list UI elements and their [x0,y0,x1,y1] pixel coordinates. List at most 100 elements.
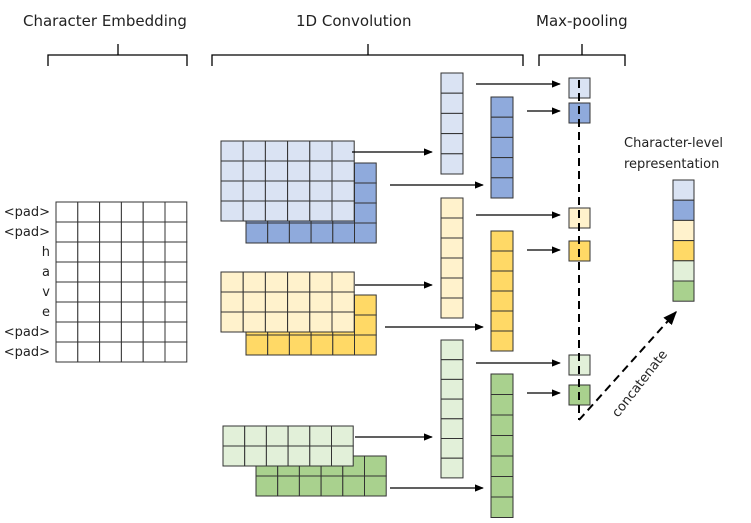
embedding-matrix-cell [77,281,101,303]
filter-blue-front-cell [264,160,289,182]
filter-blue-front-cell [309,180,333,202]
feature-map-green-1-cell [440,438,464,459]
header-1d-convolution: 1D Convolution [296,12,411,30]
feature-map-blue-1-cell [440,92,464,114]
filter-yellow-front-cell [309,271,333,293]
filter-yellow-front-cell [220,311,244,333]
filter-yellow-front [220,271,355,333]
filter-green-front-cell [222,445,246,467]
filter-blue-front-cell [242,200,266,222]
feature-map-blue-1-cell [440,133,464,155]
feature-map-yellow-1-cell [440,197,464,219]
embedding-matrix-cell [142,301,166,323]
feature-map-blue-1-cell [440,153,464,175]
feature-map-green-2-cell [490,496,514,518]
filter-yellow-front-cell [331,291,355,313]
feature-map-yellow-2-cell [490,250,514,272]
filter-yellow-front-cell [287,291,311,313]
embedding-matrix-cell [77,321,101,343]
embedding-matrix-cell [77,221,101,243]
feature-map-yellow-1-cell [440,277,464,299]
convolution-filters [220,140,387,497]
filter-yellow-back-cell [245,334,269,356]
header-char-embedding: Character Embedding [23,12,187,30]
filter-blue-back-cell [245,222,269,244]
feature-map-yellow-1-cell [440,217,464,239]
embedding-matrix-cell [77,201,101,223]
filter-blue-front-cell [264,180,289,202]
embedding-matrix-cell [99,341,122,363]
filter-blue-front-cell [220,140,244,162]
embedding-matrix-cell [55,221,79,243]
feature-map-blue-2-cell [490,116,514,138]
filter-blue-front-cell [220,200,244,222]
filter-yellow-front-cell [264,311,289,333]
output-cell-2 [672,199,695,221]
embedding-matrix-cell [142,321,166,343]
filter-blue-back-cell [288,222,312,244]
embedding-matrix-cell [164,241,188,263]
feature-map-green-1-cell [440,418,464,439]
flow-arrows [352,80,561,492]
feature-map-blue-2-cell [490,157,514,179]
filter-green-front-cell [244,445,267,467]
filter-blue-front-cell [309,160,333,182]
filter-blue-front-cell [220,180,244,202]
embedding-matrix-cell [77,261,101,283]
filter-green-front-cell [331,445,354,467]
char-label: <pad> [4,345,50,360]
filter-green-front-cell [265,425,289,447]
filter-yellow-back-cell [354,294,377,316]
filter-blue-front-cell [264,140,289,162]
embedding-matrix-cell [120,301,144,323]
embedding-matrix-cell [99,201,122,223]
embedding-matrix-cell [164,221,188,243]
char-label: v [42,285,50,300]
filter-yellow-back-cell [288,334,312,356]
feature-map-yellow-1 [440,197,464,319]
filter-yellow-front-cell [242,271,266,293]
feature-map-blue-1-cell [440,112,464,135]
char-label: <pad> [4,325,50,340]
feature-map-yellow-2-cell [490,330,514,352]
output-cell-5 [672,260,695,282]
embedding-matrix-cell [142,241,166,263]
filter-green-front-cell [331,425,354,447]
embedding-matrix-cell [120,261,144,283]
filter-blue-front-cell [309,200,333,222]
feature-map-green-2-cell [490,373,514,395]
filter-blue-front-cell [331,140,355,162]
filter-blue-front-cell [331,160,355,182]
filter-yellow-back-cell [267,334,290,356]
filter-blue-back-cell [354,182,377,204]
feature-map-yellow-1-cell [440,257,464,279]
embedding-matrix-cell [142,221,166,243]
embedding-matrix-cell [55,261,79,283]
header-max-pooling: Max-pooling [536,12,628,30]
filter-yellow-front-cell [242,311,266,333]
filter-green-front-cell [287,445,311,467]
filter-yellow-front-cell [242,291,266,313]
filter-green-back-cell [364,475,387,497]
filter-blue-front-cell [331,180,355,202]
filter-green-back-cell [298,475,322,497]
embedding-matrix-cell [164,321,188,343]
feature-map-green-2 [490,373,514,518]
feature-map-yellow-1-cell [440,297,464,319]
filter-blue-back-cell [354,162,377,184]
filter-green-front-cell [265,445,289,467]
embedding-matrix-cell [120,221,144,243]
filter-green-back-cell [277,475,300,497]
feature-map-green-1-cell [440,457,464,479]
feature-map-green-2-cell [490,414,514,436]
feature-map-yellow-2-cell [490,230,514,252]
output-cell-6 [672,280,695,302]
feature-map-blue-1 [440,72,464,175]
embedding-matrix-cell [77,301,101,323]
embedding-matrix-cell [142,281,166,303]
concatenate-label: concatenate [609,348,671,421]
feature-map-green-1-cell [440,398,464,420]
filter-blue-front-cell [220,160,244,182]
feature-map-blue-2-cell [490,96,514,118]
